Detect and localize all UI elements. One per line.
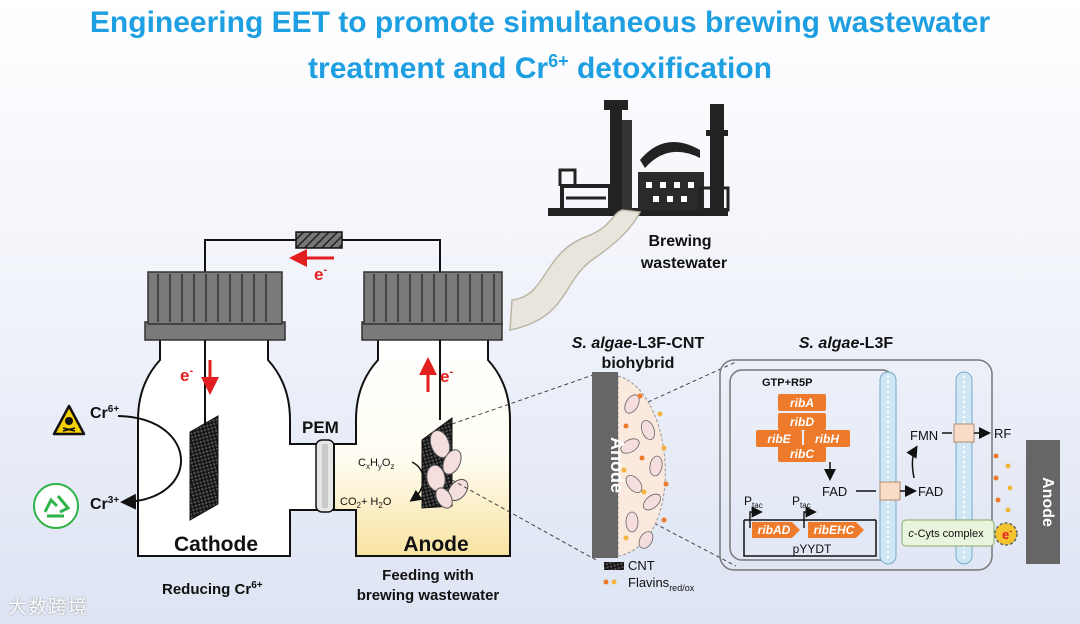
- anode-electrode-detail: [592, 372, 618, 558]
- gene-ribA: ribA: [790, 396, 814, 410]
- pem-label: PEM: [302, 418, 339, 437]
- title-line-2a: treatment and Cr: [308, 52, 549, 85]
- cathode-label: Cathode: [174, 533, 258, 556]
- fad-label-outer: FAD: [918, 484, 943, 499]
- feeding-label-2: brewing wastewater: [357, 587, 500, 604]
- biohybrid-title-2: biohybrid: [602, 355, 675, 372]
- cnt-label: CNT: [628, 558, 655, 573]
- plasmid-gene-ribAD: [752, 522, 800, 538]
- flavin-legend-dot-1: [603, 579, 609, 585]
- rf-label: RF: [994, 426, 1011, 441]
- bacteria-cluster: [426, 429, 469, 509]
- electron-circle-label: e-: [1002, 526, 1012, 542]
- cnt-swatch: [604, 562, 624, 570]
- anode-label: Anode: [403, 533, 468, 556]
- ptac-label-1: Ptac: [744, 494, 763, 510]
- anode-electrode-label-right: Anode: [1039, 477, 1056, 527]
- zoom-line-4: [647, 519, 737, 567]
- flavins-label: Flavinsred/ox: [628, 575, 695, 593]
- plasmid-gene-ribAD-label: ribAD: [758, 523, 791, 537]
- c-cyts-complex: [901, 519, 995, 547]
- gene-ribD: ribD: [790, 415, 814, 429]
- promoter-arrow-1: [749, 506, 763, 528]
- plasmid-backbone: [743, 520, 877, 557]
- anode-electrode-label-left: Anode: [607, 437, 627, 493]
- watermark: 大数跨境: [8, 596, 89, 618]
- brewing-wastewater-label-2: wastewater: [640, 255, 727, 272]
- biohybrid-cells: [620, 394, 663, 549]
- cr-reduction-arrow: [117, 415, 182, 510]
- electron-label-top: e-: [314, 264, 327, 284]
- gene-ribE: ribE: [767, 432, 791, 446]
- anode-electrode-right: [1026, 440, 1060, 564]
- rf-dots: [993, 453, 1013, 513]
- brewing-wastewater-label-1: Brewing: [648, 233, 711, 250]
- pem-core: [322, 444, 328, 508]
- fad-to-fmn-arrow: [906, 445, 918, 479]
- gtp-r5p-label: GTP+R5P: [762, 377, 812, 389]
- substrate-label: CxHyOz: [358, 457, 394, 471]
- cathode-electrode: [189, 415, 219, 521]
- flavin-dots: [621, 393, 669, 541]
- outer-transporter: [953, 423, 975, 443]
- outer-membrane: [955, 371, 973, 565]
- cr6-label: Cr6+: [90, 404, 119, 422]
- c-cyts-label: c-Cyts complex: [908, 528, 984, 540]
- page-title: Engineering EET to promote simultaneous …: [0, 4, 1080, 88]
- gene-ribC: ribC: [790, 447, 814, 461]
- cathode-cap: [147, 271, 283, 325]
- title-line-2-sup: 6+: [548, 51, 569, 71]
- cr3-label: Cr3+: [90, 495, 119, 513]
- wastewater-flow: [509, 209, 642, 331]
- electron-circle: [994, 522, 1018, 546]
- strain-title: S. algae-L3F: [799, 335, 893, 352]
- recycle-icon: [33, 483, 79, 529]
- cathode-chamber: [137, 337, 319, 557]
- plasmid-label: pYYDT: [793, 542, 832, 556]
- zoom-line-1: [451, 373, 597, 425]
- gene-ribH: ribH: [815, 432, 839, 446]
- fad-label-inner: FAD: [822, 484, 847, 499]
- plasmid-gene-ribEHC-label: ribEHC: [814, 523, 855, 537]
- reducing-cr6-label: Reducing Cr6+: [162, 580, 263, 598]
- promoter-arrow-2: [803, 506, 817, 528]
- inner-membrane: [879, 371, 897, 565]
- cell-outline: [719, 359, 993, 571]
- anode-cap: [363, 271, 503, 325]
- products-label: CO2+ H2O: [340, 496, 392, 510]
- title-line-2b: detoxification: [568, 52, 772, 85]
- skull-crossbones-icon: [52, 404, 86, 436]
- resistor-icon: [295, 231, 343, 249]
- factory-icon: [548, 100, 730, 216]
- oxidation-arrow: [409, 461, 424, 502]
- flavin-legend-dot-2: [611, 579, 617, 585]
- title-line-1: Engineering EET to promote simultaneous …: [89, 6, 991, 39]
- electron-label-anode: e-: [440, 366, 453, 386]
- ptac-label-2: Ptac: [792, 494, 811, 510]
- electron-label-cathode: e-: [180, 365, 193, 385]
- fmn-label: FMN: [910, 428, 938, 443]
- gene-pathway: [756, 394, 850, 462]
- feeding-label-1: Feeding with: [382, 567, 474, 584]
- plasmid-gene-ribEHC: [808, 522, 864, 538]
- inner-transporter: [879, 481, 901, 501]
- biohybrid-film: [617, 375, 666, 557]
- biohybrid-title-1: S. algae-L3F-CNT: [572, 335, 705, 352]
